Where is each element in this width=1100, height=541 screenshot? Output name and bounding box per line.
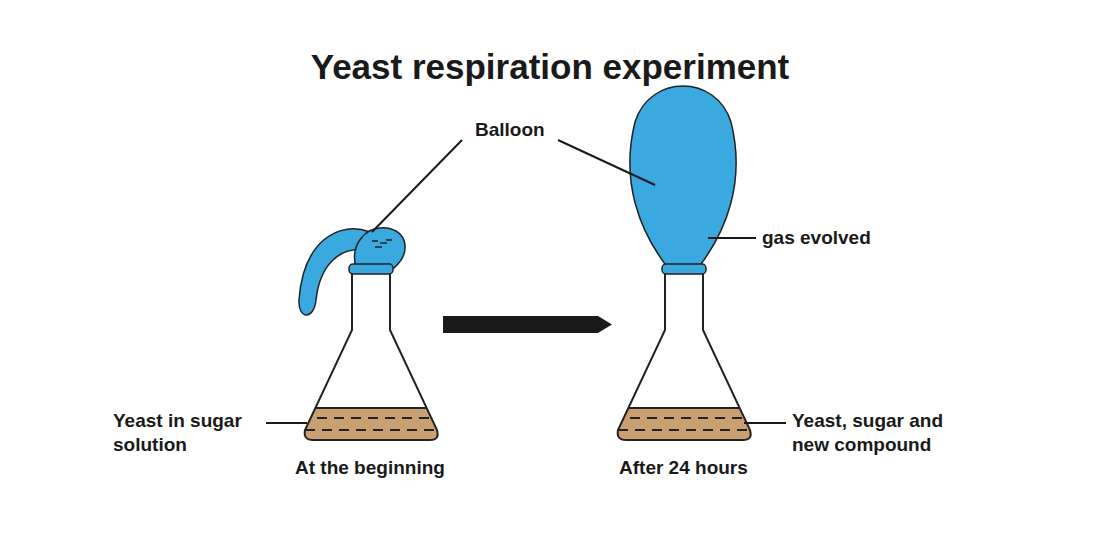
- inflated-balloon: [630, 86, 736, 268]
- liquid-label: Yeast, sugar and new compound: [792, 409, 977, 457]
- leader-lines: [266, 140, 786, 423]
- process-arrow: [443, 316, 612, 333]
- gas-label: gas evolved: [762, 226, 871, 250]
- flask-start: [299, 228, 450, 440]
- flask-after: [613, 272, 763, 440]
- title: Yeast respiration experiment: [0, 45, 1100, 89]
- liquid-label: Yeast in sugar solution: [113, 409, 273, 457]
- stage-label: At the beginning: [295, 456, 445, 480]
- balloon-label: Balloon: [475, 118, 545, 142]
- stage-label: After 24 hours: [619, 456, 748, 480]
